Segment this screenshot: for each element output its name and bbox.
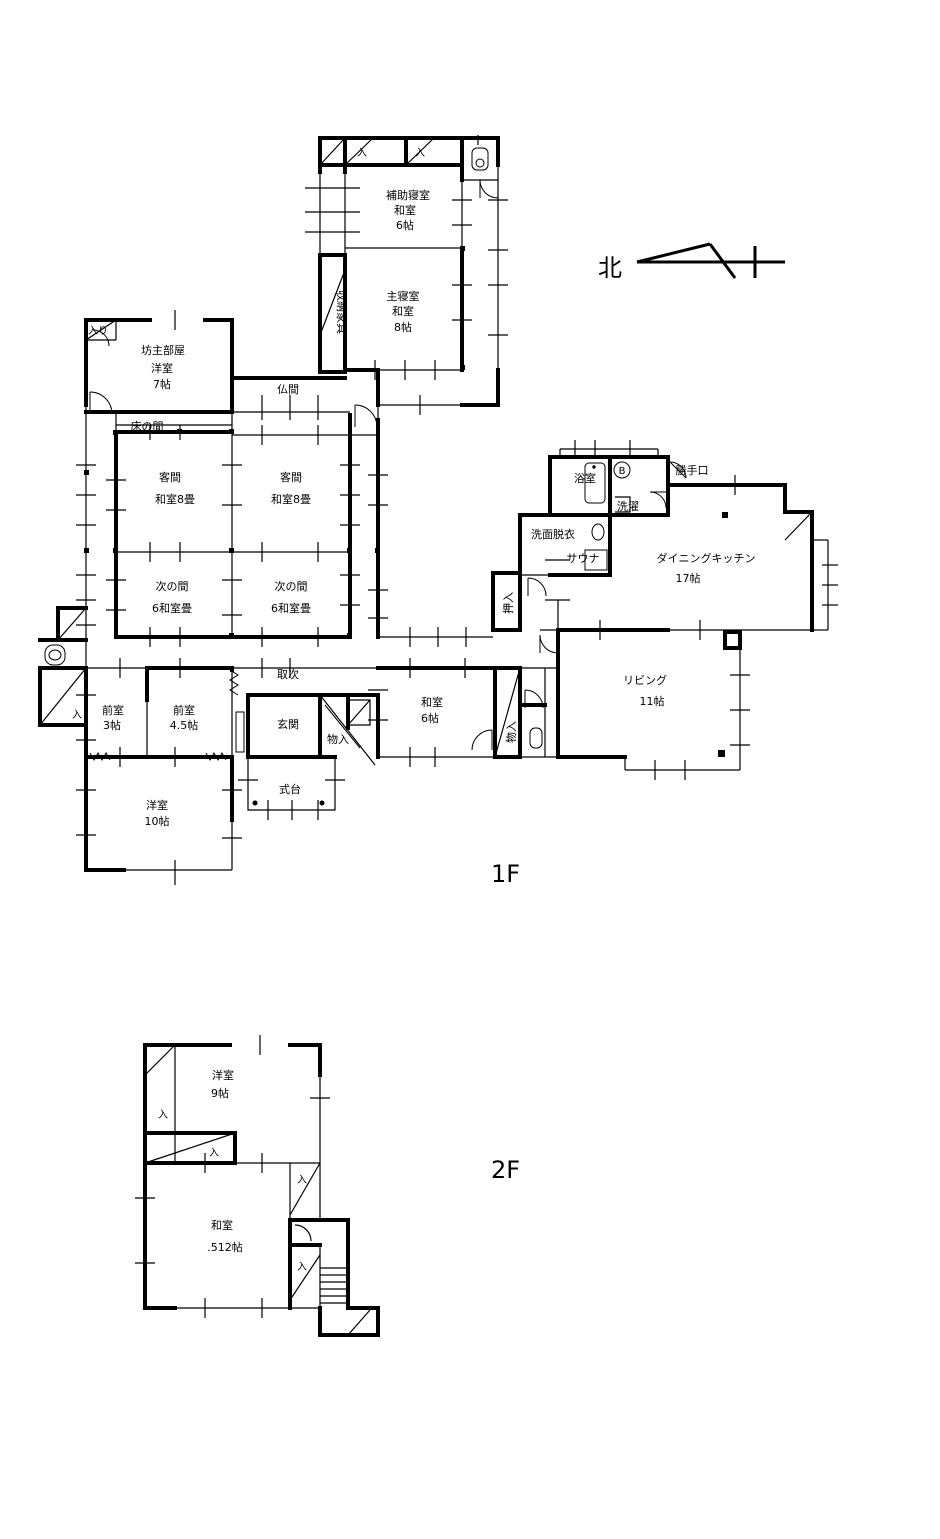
- north-arrow: [636, 242, 785, 279]
- room-name: 客間: [159, 470, 181, 484]
- room-size: 3帖: [103, 719, 121, 732]
- shikidai-label: 式台: [279, 782, 301, 796]
- floor-label-1f: 1F: [491, 860, 520, 888]
- room-name: 前室: [173, 703, 195, 717]
- room-name: 主寝室: [387, 289, 420, 303]
- room-size: 11帖: [640, 695, 665, 708]
- storage-label: 収納家具: [335, 290, 349, 334]
- room-size: 和室8畳: [271, 492, 311, 506]
- room-name: 補助寝室: [386, 188, 430, 202]
- labels-2f: 洋室 9帖 入 入 入 入 和室 .512帖: [158, 1068, 307, 1273]
- room-name: ダイニングキッチン: [657, 551, 756, 565]
- closet-mark: 入: [415, 148, 425, 159]
- room-type: 和室: [392, 304, 414, 318]
- room-size: .512帖: [207, 1241, 243, 1254]
- closet-mark: 入: [297, 1262, 307, 1273]
- room-type: 和室: [394, 203, 416, 217]
- room-name: 客間: [280, 470, 302, 484]
- room-size: 9帖: [211, 1087, 229, 1100]
- room-name: 和室: [211, 1218, 233, 1232]
- room-type: 洋室: [151, 361, 173, 375]
- butsuma-label: 仏間: [277, 383, 299, 396]
- closet-mark: 入: [209, 1148, 219, 1159]
- room-name: 次の間: [156, 579, 189, 593]
- room-size: 和室8畳: [155, 492, 195, 506]
- door-swings: [89, 179, 687, 751]
- room-name: リビング: [623, 673, 667, 687]
- thin-lines-1f: [39, 137, 829, 871]
- closet-mark: 入: [357, 148, 367, 159]
- laundry-label: 洗濯: [617, 500, 639, 513]
- room-size: 4.5帖: [170, 719, 199, 732]
- wall-ticks: [76, 135, 838, 885]
- room-size: 6帖: [396, 219, 414, 232]
- boiler-label: B: [619, 466, 626, 477]
- room-name: 坊主部屋: [141, 343, 185, 357]
- room-name: 和室: [421, 695, 443, 709]
- posts: [84, 246, 728, 806]
- toritsugi-label: 取次: [277, 667, 299, 681]
- room-size: 7帖: [153, 378, 171, 391]
- wall-ticks-2f: [135, 1035, 330, 1318]
- closet-mark: 入: [72, 710, 82, 721]
- north-label: 北: [598, 254, 622, 282]
- sauna-label: サウナ: [567, 552, 600, 565]
- monoire-label: 物入: [504, 721, 518, 743]
- thin-lines-2f: [144, 1044, 371, 1336]
- room-size: 8帖: [394, 321, 412, 334]
- genkan-label: 玄関: [277, 717, 299, 731]
- walls-1f: [38, 136, 814, 872]
- room-size: 6和室畳: [152, 601, 192, 615]
- floor-label-2f: 2F: [491, 1156, 520, 1184]
- labels-1f: 入 入 補助寝室 和室 6帖 主寝室 和室 8帖 収納家具 入り 坊主部屋 洋室…: [72, 148, 756, 828]
- walls-2f: [143, 1043, 380, 1337]
- room-name: 次の間: [275, 579, 308, 593]
- room-name: 前室: [102, 703, 124, 717]
- room-name: 洋室: [212, 1068, 234, 1082]
- dressing-label: 洗面脱衣: [531, 527, 575, 541]
- closet-mark: 入: [297, 1175, 307, 1186]
- room-size: 6和室畳: [271, 601, 311, 615]
- accordion-doors: [89, 669, 239, 762]
- closet-mark: 入: [158, 1110, 168, 1121]
- iri-label: 入り: [88, 325, 108, 337]
- tokonoma-label: 床の間: [131, 419, 164, 433]
- room-size: 10帖: [145, 815, 170, 828]
- bath-label: 浴室: [574, 471, 596, 485]
- oshiire-label: 押入: [501, 592, 515, 614]
- room-name: 洋室: [146, 798, 168, 812]
- katteguchi-label: 勝手口: [676, 463, 709, 477]
- monoire-label: 物入: [327, 732, 349, 746]
- room-size: 6帖: [421, 712, 439, 725]
- stair-1f: [324, 704, 361, 749]
- room-size: 17帖: [676, 572, 701, 585]
- fixtures: [44, 147, 631, 753]
